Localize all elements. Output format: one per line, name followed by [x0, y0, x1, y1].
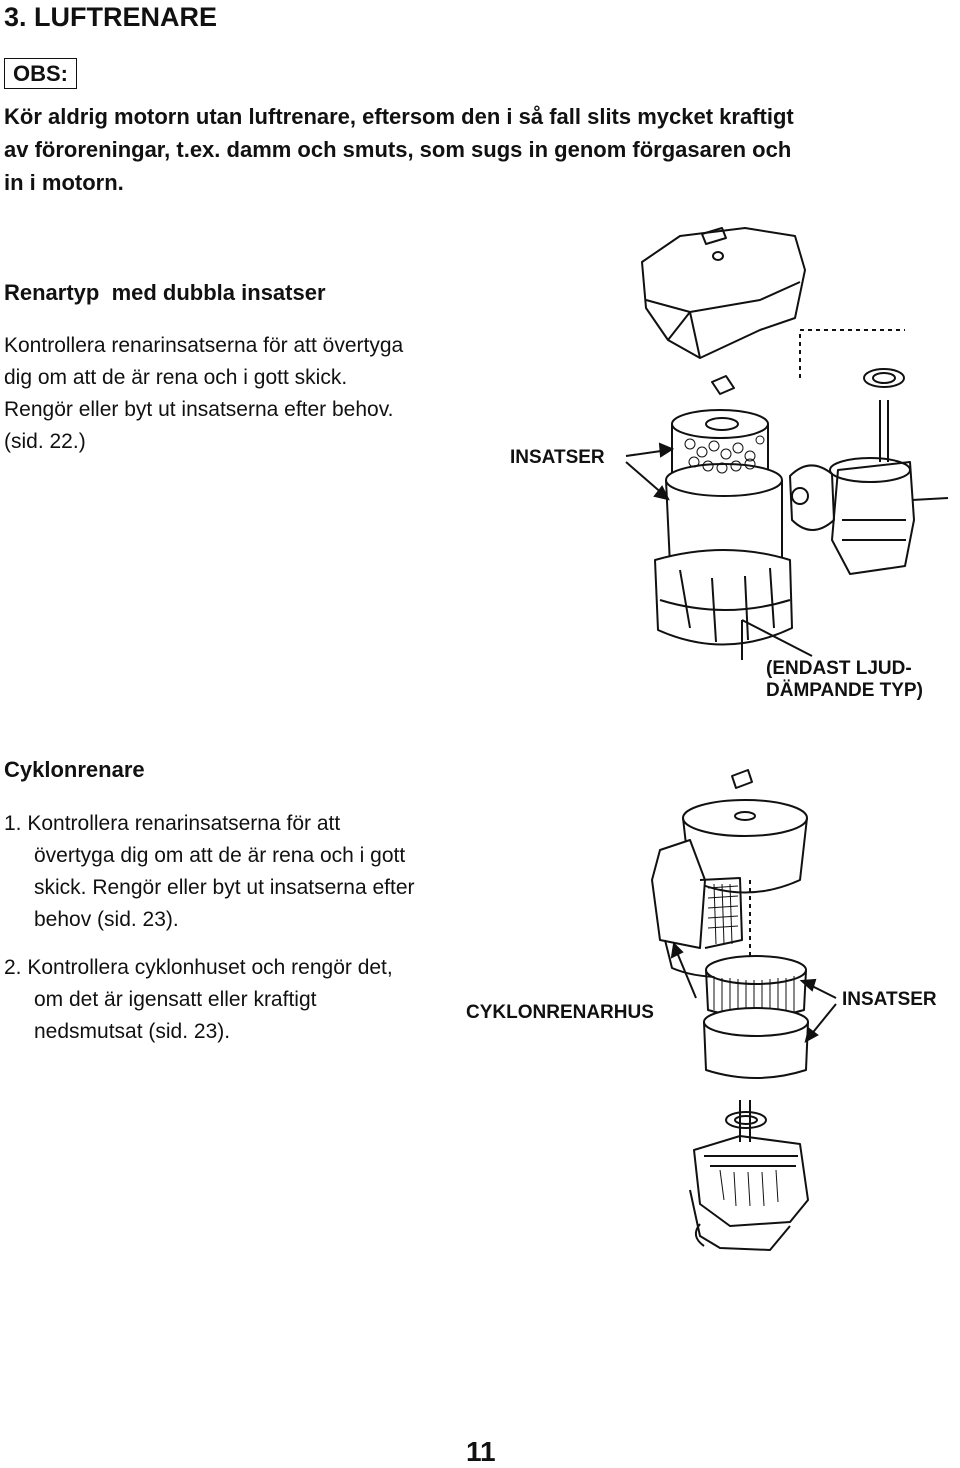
- step-line: skick. Rengör eller byt ut insatserna ef…: [34, 876, 415, 899]
- label-note: (ENDAST LJUD- DÄMPANDE TYP): [766, 658, 923, 702]
- warning-line: Kör aldrig motorn utan luftrenare, efter…: [4, 104, 794, 129]
- step-line: 1. Kontrollera renarinsatserna för att: [4, 812, 341, 835]
- section-title: 3. LUFTRENARE: [4, 2, 218, 32]
- warning-line: av föroreningar, t.ex. damm och smuts, s…: [4, 137, 792, 162]
- label-cyclone-elements: INSATSER: [842, 989, 937, 1010]
- double-type-heading: Renartyp med dubbla insatser: [4, 280, 326, 305]
- step-line: nedsmutsat (sid. 23).: [34, 1020, 231, 1043]
- obs-label: OBS:: [4, 58, 77, 89]
- label-note-line: (ENDAST LJUD-: [766, 658, 912, 679]
- text-line: dig om att de är rena och i gott skick.: [4, 366, 348, 389]
- cyclone-step-1: 1. Kontrollera renarinsatserna för att ö…: [4, 808, 544, 936]
- cyclone-step-2: 2. Kontrollera cyklonhuset och rengör de…: [4, 952, 544, 1048]
- label-cyclone-housing: CYKLONRENARHUS: [466, 1002, 654, 1023]
- text-line: Kontrollera renarinsatserna för att över…: [4, 334, 404, 357]
- label-note-line: DÄMPANDE TYP): [766, 680, 923, 701]
- step-line: om det är igensatt eller kraftigt: [34, 988, 317, 1011]
- double-type-text: Kontrollera renarinsatserna för att över…: [4, 330, 524, 458]
- dual-element-air-cleaner-illustration: [625, 227, 949, 660]
- step-line: övertyga dig om att de är rena och i got…: [34, 844, 406, 867]
- text-line: Rengör eller byt ut insatserna efter beh…: [4, 398, 394, 421]
- page-number: 11: [466, 1436, 496, 1467]
- cyclone-heading: Cyklonrenare: [4, 757, 145, 782]
- warning-line: in i motorn.: [4, 170, 124, 195]
- text-line: (sid. 22.): [4, 430, 86, 453]
- warning-text: Kör aldrig motorn utan luftrenare, efter…: [4, 100, 959, 199]
- step-line: 2. Kontrollera cyklonhuset och rengör de…: [4, 956, 393, 979]
- label-elements: INSATSER: [510, 447, 605, 468]
- step-line: behov (sid. 23).: [34, 908, 179, 931]
